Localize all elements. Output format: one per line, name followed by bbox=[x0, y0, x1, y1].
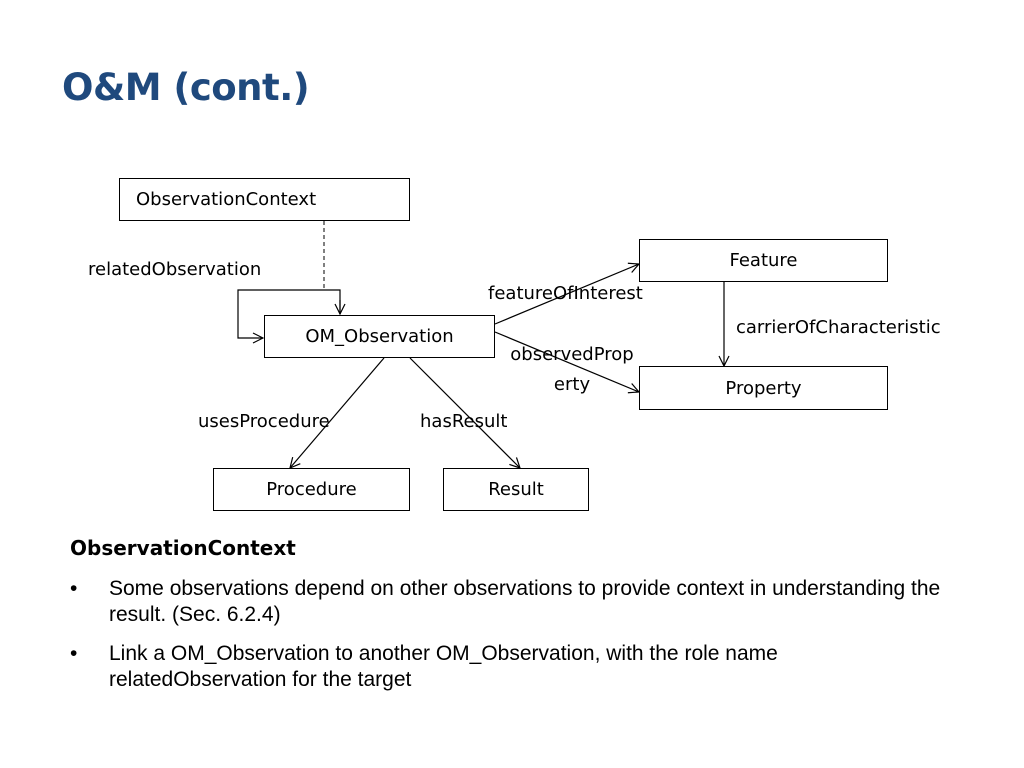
observation-context-label: ObservationContext bbox=[136, 189, 317, 210]
feature-box: Feature bbox=[639, 239, 888, 282]
bullet-glyph: • bbox=[70, 642, 78, 665]
result-label: Result bbox=[488, 479, 544, 500]
property-box: Property bbox=[639, 366, 888, 410]
list-item: • Link a OM_Observation to another OM_Ob… bbox=[70, 641, 950, 693]
uses-procedure-role: usesProcedure bbox=[198, 411, 330, 432]
has-result-line bbox=[409, 357, 520, 468]
procedure-box: Procedure bbox=[213, 468, 410, 511]
procedure-label: Procedure bbox=[266, 479, 357, 500]
feature-of-interest-line bbox=[494, 264, 639, 325]
list-item: • Some observations depend on other obse… bbox=[70, 576, 950, 628]
bullet-text: Link a OM_Observation to another OM_Obse… bbox=[109, 642, 778, 691]
feature-of-interest-role: featureOfInterest bbox=[488, 283, 643, 304]
bullet-list: • Some observations depend on other obse… bbox=[70, 576, 950, 706]
bullet-glyph: • bbox=[70, 577, 78, 600]
observed-property-line bbox=[494, 331, 639, 392]
property-label: Property bbox=[725, 377, 802, 399]
carrier-of-characteristic-role: carrierOfCharacteristic bbox=[736, 317, 941, 338]
uses-procedure-line bbox=[290, 357, 385, 468]
om-observation-label: OM_Observation bbox=[305, 326, 454, 347]
related-observation-role: relatedObservation bbox=[88, 259, 262, 280]
related-observation-loop bbox=[237, 289, 341, 338]
feature-label: Feature bbox=[729, 250, 798, 271]
observation-context-box: ObservationContext bbox=[119, 178, 410, 221]
result-box: Result bbox=[443, 468, 589, 511]
om-observation-box: OM_Observation bbox=[264, 315, 495, 358]
slide-title: O&M (cont.) bbox=[62, 66, 310, 109]
bullet-text: Some observations depend on other observ… bbox=[109, 577, 941, 626]
observed-property-role: observedProperty bbox=[510, 344, 634, 395]
has-result-role: hasResult bbox=[420, 411, 508, 432]
content-heading: ObservationContext bbox=[70, 536, 296, 560]
